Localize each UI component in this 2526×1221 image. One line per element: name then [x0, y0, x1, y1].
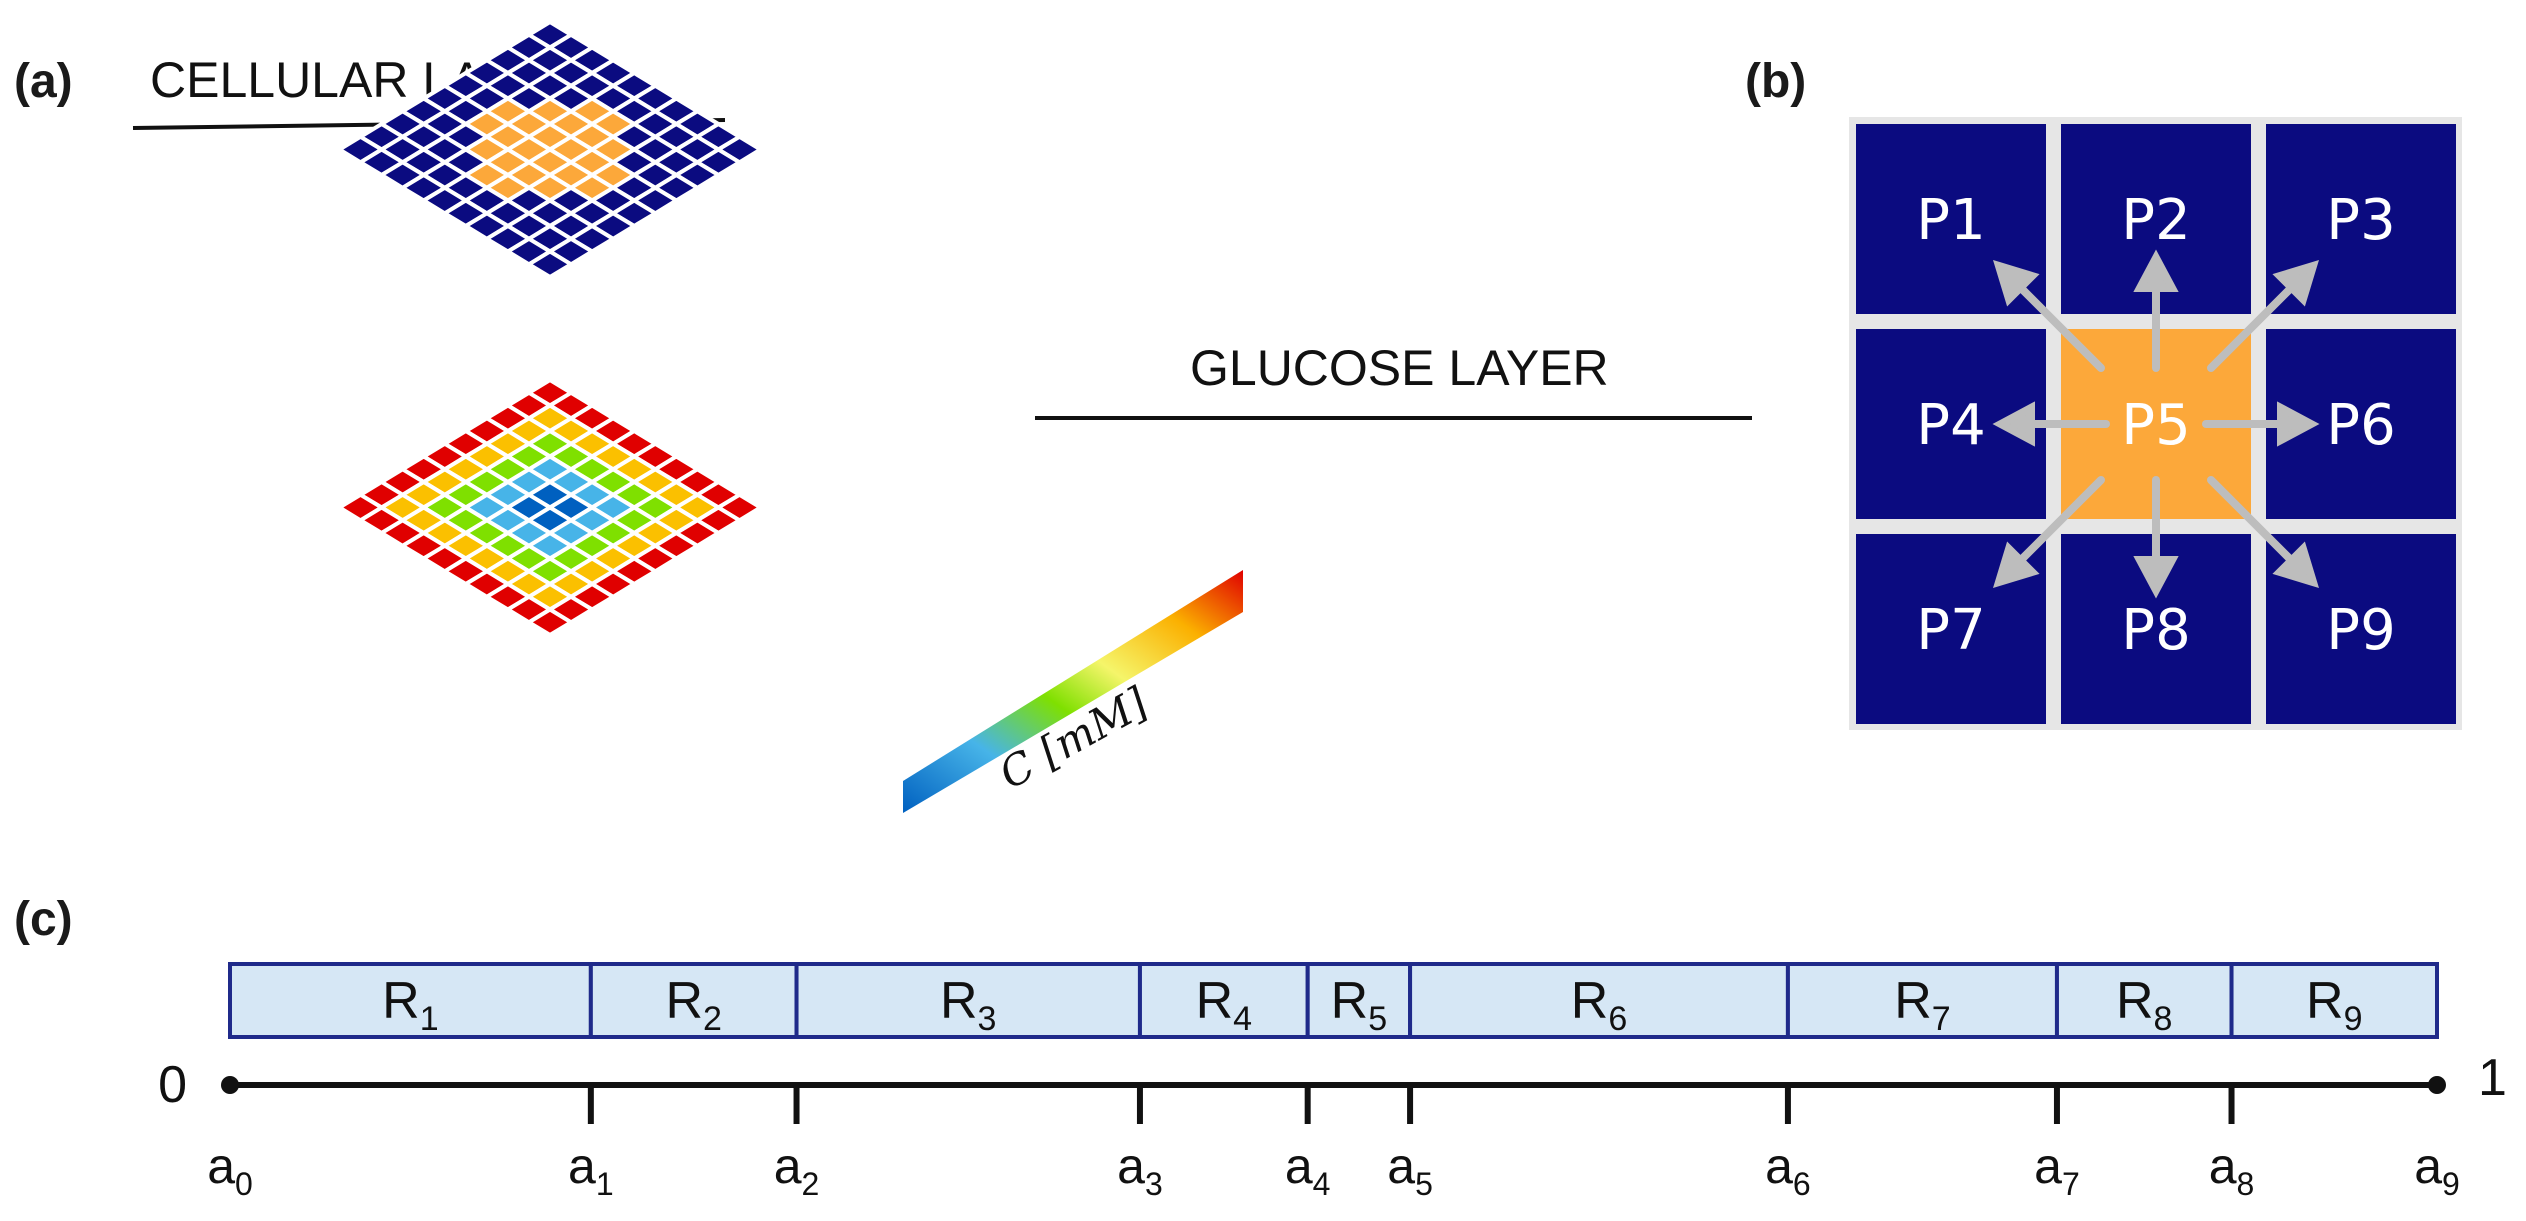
region-box [2229, 962, 2440, 1039]
arrow-to-p1 [2014, 281, 2105, 372]
cell-label-p6: P6 [2326, 393, 2395, 458]
migration-arrows [1992, 249, 2320, 599]
breakpoint-label: a6 [1765, 1138, 1811, 1202]
cellular-layer-grid [337, 20, 763, 279]
glucose-layer-grid [337, 378, 763, 637]
breakpoint-label: a3 [1117, 1138, 1163, 1202]
arrow-head-p8 [2133, 556, 2179, 599]
breakpoint-label: a8 [2209, 1138, 2255, 1202]
breakpoint-label: a0 [207, 1138, 253, 1202]
cell-label-p8: P8 [2121, 598, 2190, 663]
arrow-to-p9 [2207, 476, 2298, 567]
region-label: R9 [2306, 972, 2362, 1038]
arrow-to-p3 [2207, 281, 2298, 372]
cell-label-p1: P1 [1916, 188, 1985, 253]
arrow-head-p9 [2272, 541, 2319, 588]
region-label: R4 [1196, 972, 1252, 1038]
arrow-to-p7 [2014, 476, 2105, 567]
arrow-head-p6 [2277, 401, 2320, 447]
breakpoint-ticks: a0 a1 a2 a3 a4 a5 a6 a7 a8 a9 [207, 1085, 2460, 1202]
arrow-head-p3 [2272, 260, 2319, 307]
cell-label-p7: P7 [1916, 598, 1985, 663]
breakpoint-label: a9 [2414, 1138, 2460, 1202]
panel-b: (b) P1 P2 P3 [1745, 55, 2462, 730]
region-label: R3 [940, 972, 996, 1038]
panel-b-label: (b) [1745, 55, 1806, 108]
glucose-layer-label: GLUCOSE LAYER [1190, 340, 1609, 396]
breakpoint-label: a4 [1285, 1138, 1331, 1202]
axis-end-label: 1 [2478, 1049, 2507, 1107]
arrow-head-p2 [2133, 249, 2179, 292]
arrow-head-p1 [1993, 260, 2040, 307]
region-box [228, 962, 593, 1039]
cell-label-p3: P3 [2326, 188, 2395, 253]
region-label: R1 [382, 972, 438, 1038]
arrow-head-p7 [1993, 541, 2040, 588]
glucose-tile [527, 607, 573, 637]
breakpoint-label: a2 [774, 1138, 820, 1202]
panel-a-label: (a) [14, 55, 73, 108]
cell-label-p9: P9 [2326, 598, 2395, 663]
region-label: R5 [1331, 972, 1387, 1038]
cell-label-p4: P4 [1916, 393, 1985, 458]
region-box [1137, 962, 1310, 1039]
panel-c-label: (c) [14, 893, 73, 946]
region-label: R2 [665, 972, 721, 1038]
breakpoint-label: a1 [568, 1138, 614, 1202]
colorbar [903, 570, 1243, 813]
axis-start-dot [221, 1076, 239, 1094]
cell-label-p5: P5 [2121, 393, 2190, 458]
panel-a: (a) CELLULAR LAYER GLUCOSE LAYER C [mM] [14, 20, 1752, 813]
cell-tile [527, 249, 573, 279]
breakpoint-label: a7 [2034, 1138, 2080, 1202]
region-label: R6 [1571, 972, 1627, 1038]
breakpoint-label: a5 [1387, 1138, 1433, 1202]
arrow-head-p4 [1992, 401, 2035, 447]
region-box [1305, 962, 1413, 1039]
region-label: R8 [2116, 972, 2172, 1038]
region-row: R1 R2 R3 R4 R5 R6 R7 R8 R9 [228, 962, 2440, 1039]
axis-start-label: 0 [158, 1056, 187, 1114]
region-box [588, 962, 799, 1039]
cell-label-p2: P2 [2121, 188, 2190, 253]
axis-end-dot [2428, 1076, 2446, 1094]
region-box [1408, 962, 1790, 1039]
region-label: R7 [1894, 972, 1950, 1038]
